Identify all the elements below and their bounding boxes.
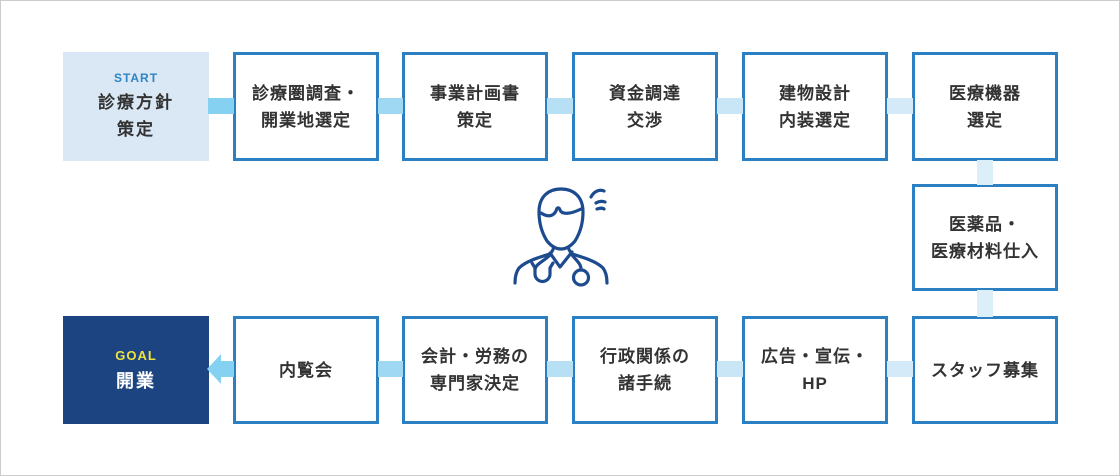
step-box-business-plan: 事業計画書 策定 bbox=[402, 52, 548, 161]
connector-side-to-staff bbox=[977, 290, 993, 317]
goal-arrow-shaft bbox=[220, 361, 234, 377]
stethoscope-binaural bbox=[530, 261, 555, 284]
doctor-left-shoulder bbox=[513, 245, 556, 285]
step-label: 医療機器 選定 bbox=[949, 83, 1021, 130]
connector-step1-to-step2 bbox=[378, 98, 403, 114]
motion-mark-3 bbox=[595, 206, 606, 211]
step-label: 事業計画書 策定 bbox=[430, 83, 520, 130]
goal-badge: GOAL bbox=[115, 347, 157, 363]
step-label: 資金調達 交渉 bbox=[609, 83, 681, 130]
step-box-administrative-procedures: 行政関係の 諸手続 bbox=[572, 316, 718, 424]
connector-step3-to-step4 bbox=[717, 98, 743, 114]
step-label: 内覧会 bbox=[279, 360, 333, 380]
start-label: 診療方針 策定 bbox=[98, 92, 174, 139]
step-box-advertising-hp: 広告・宣伝・ HP bbox=[742, 316, 888, 424]
connector-start-to-step1 bbox=[208, 98, 234, 114]
connector-accounting-to-preview bbox=[378, 361, 403, 377]
doctor-head bbox=[537, 187, 585, 251]
step-label: 医薬品・ 医療材料仕入 bbox=[931, 214, 1039, 261]
goal-box: GOAL 開業 bbox=[63, 316, 209, 424]
stethoscope-chestpiece bbox=[571, 268, 591, 287]
step-box-building-design: 建物設計 内装選定 bbox=[742, 52, 888, 161]
step-box-accounting-labor-experts: 会計・労務の 専門家決定 bbox=[402, 316, 548, 424]
step-box-staff-recruiting: スタッフ募集 bbox=[912, 316, 1058, 424]
step-box-preview-event: 内覧会 bbox=[233, 316, 379, 424]
step-box-financing: 資金調達 交渉 bbox=[572, 52, 718, 161]
doctor-icon bbox=[496, 181, 626, 293]
motion-mark-2 bbox=[594, 199, 607, 205]
step-box-area-research: 診療圏調査・ 開業地選定 bbox=[233, 52, 379, 161]
goal-arrow-head bbox=[207, 354, 221, 384]
goal-label: 開業 bbox=[116, 370, 156, 391]
connector-administrative-to-accounting bbox=[547, 361, 573, 377]
connector-advertising-to-administrative bbox=[717, 361, 743, 377]
step-label: 建物設計 内装選定 bbox=[779, 83, 851, 130]
motion-mark-1 bbox=[589, 188, 606, 199]
connector-step5-to-side bbox=[977, 160, 993, 185]
start-badge: START bbox=[113, 70, 159, 85]
start-box: START 診療方針 策定 bbox=[63, 52, 209, 161]
step-label: 行政関係の 諸手続 bbox=[600, 347, 690, 393]
step-label: 会計・労務の 専門家決定 bbox=[421, 347, 529, 393]
step-label: 診療圏調査・ 開業地選定 bbox=[252, 83, 360, 130]
step-label: 広告・宣伝・ HP bbox=[761, 347, 869, 393]
step-label: スタッフ募集 bbox=[931, 360, 1039, 380]
doctor-icon-svg bbox=[513, 187, 609, 287]
stethoscope-right-tube bbox=[570, 253, 583, 271]
doctor-collar bbox=[548, 250, 574, 269]
connector-step4-to-step5 bbox=[887, 98, 913, 114]
step-box-pharma-supplies: 医薬品・ 医療材料仕入 bbox=[912, 184, 1058, 291]
step-box-medical-equipment: 医療機器 選定 bbox=[912, 52, 1058, 161]
connector-staff-to-advertising bbox=[887, 361, 913, 377]
connector-step2-to-step3 bbox=[547, 98, 573, 114]
doctor-hair bbox=[539, 206, 583, 218]
doctor-right-shoulder bbox=[566, 245, 609, 285]
